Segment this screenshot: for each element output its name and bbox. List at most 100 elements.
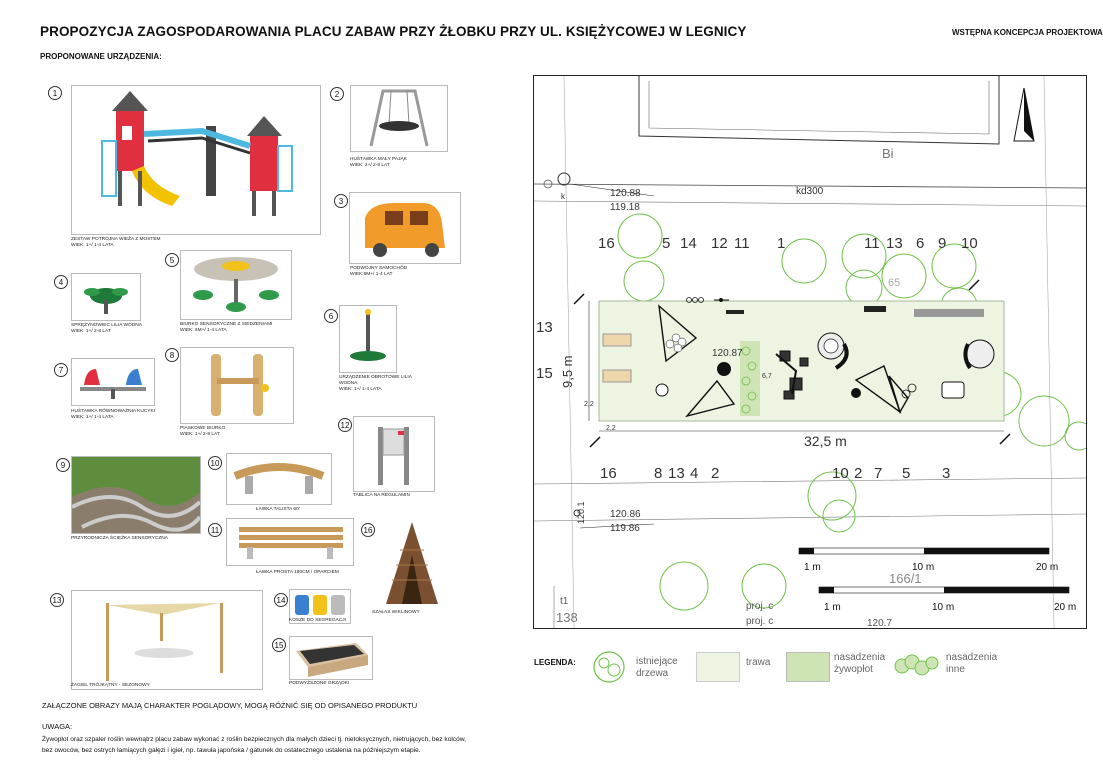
svg-text:20 m: 20 m bbox=[1036, 562, 1058, 573]
svg-text:proj. c: proj. c bbox=[746, 601, 773, 612]
item-caption-3: PODWÓJNY SAMOCHÓD WIEK:6m+/ 1-4 LAT bbox=[350, 266, 408, 277]
item-caption-5: BIURKO SENSORYCZNE Z SIEDZENIAMI WIEK: 6… bbox=[180, 322, 273, 333]
svg-text:10 m: 10 m bbox=[932, 602, 954, 613]
page-title: PROPOZYCJA ZAGOSPODAROWANIA PLACU ZABAW … bbox=[40, 24, 747, 39]
svg-text:10: 10 bbox=[832, 465, 849, 482]
svg-text:6: 6 bbox=[916, 235, 924, 252]
item-caption-15: PODWYŻSZONE GRZĄDKI bbox=[289, 681, 350, 686]
svg-text:5: 5 bbox=[902, 465, 910, 482]
svg-text:4: 4 bbox=[690, 465, 698, 482]
item-number-5: 5 bbox=[165, 253, 179, 267]
item-number-13: 13 bbox=[50, 593, 64, 607]
svg-text:2: 2 bbox=[711, 465, 719, 482]
svg-text:16: 16 bbox=[600, 465, 617, 482]
svg-text:120.87: 120.87 bbox=[712, 348, 743, 359]
legend-trees: istniejące drzewa bbox=[636, 656, 678, 679]
item-image-2 bbox=[350, 85, 448, 152]
item-caption-11: ŁAWKA PROSTA 180cm / OPARCIEM bbox=[256, 570, 339, 575]
svg-text:16: 16 bbox=[598, 235, 615, 252]
uwaga-line-1: Żywopłot oraz szpaler roślin wewnątrz pl… bbox=[42, 736, 467, 743]
svg-text:2,2: 2,2 bbox=[606, 425, 616, 432]
disclaimer-note: ZAŁĄCZONE OBRAZY MAJĄ CHARAKTER POGLĄDOW… bbox=[42, 701, 418, 710]
svg-text:proj. c: proj. c bbox=[746, 616, 773, 627]
item-caption-9: PRZYRODNICZA ŚCIEŻKA SENSORYCZNA bbox=[71, 536, 168, 541]
svg-text:2: 2 bbox=[854, 465, 862, 482]
item-image-5 bbox=[180, 250, 292, 320]
svg-text:20 m: 20 m bbox=[1054, 602, 1076, 613]
dim-width: 32,5 m bbox=[804, 433, 847, 449]
item-caption-1: ZESTAW POTRÓJNA WIEŻA Z MOSTEM WIEK: 1+/… bbox=[71, 237, 161, 248]
item-image-12 bbox=[353, 416, 435, 492]
svg-text:1: 1 bbox=[777, 235, 785, 252]
item-caption-7: HUŚTAWKA RÓWNOWAŻNIA KUCYKI WIEK: 1+/ 1-… bbox=[71, 409, 156, 420]
item-caption-4: SPRĘŻYNOWIEC LILIA WODNA WIEK: 1+/ 2-8 L… bbox=[71, 323, 142, 334]
legend-hedge: nasadzenia żywopłot bbox=[834, 652, 886, 675]
svg-text:6,7: 6,7 bbox=[762, 373, 772, 380]
label-kd: kd300 bbox=[796, 186, 824, 197]
svg-text:65: 65 bbox=[888, 277, 900, 289]
svg-text:k: k bbox=[561, 192, 566, 201]
svg-text:120.88: 120.88 bbox=[610, 188, 641, 199]
svg-text:5: 5 bbox=[662, 235, 670, 252]
legend-other-icon bbox=[892, 652, 940, 680]
svg-text:120.86: 120.86 bbox=[610, 509, 641, 520]
svg-text:13: 13 bbox=[536, 319, 553, 336]
item-number-15: 15 bbox=[272, 638, 286, 652]
item-image-1 bbox=[71, 85, 321, 235]
svg-text:11: 11 bbox=[734, 235, 750, 252]
item-caption-14: KOSZE DO SEGREGACJI bbox=[289, 618, 347, 623]
item-number-8: 8 bbox=[165, 348, 179, 362]
svg-text:1 m: 1 m bbox=[824, 602, 841, 613]
label-bi: Bi bbox=[882, 146, 894, 161]
item-number-7: 7 bbox=[54, 363, 68, 377]
legend-grass-swatch bbox=[696, 652, 740, 682]
svg-text:1 m: 1 m bbox=[804, 562, 821, 573]
item-number-9: 9 bbox=[56, 458, 70, 472]
uwaga-line-2: bez owoców, bez ostrych łamiących gałęzi… bbox=[42, 747, 421, 754]
item-number-6: 6 bbox=[324, 309, 338, 323]
svg-text:t1: t1 bbox=[560, 596, 569, 607]
item-number-16: 16 bbox=[361, 523, 375, 537]
item-number-10: 10 bbox=[208, 456, 222, 470]
svg-text:11: 11 bbox=[864, 235, 880, 252]
svg-text:7: 7 bbox=[874, 465, 882, 482]
item-number-11: 11 bbox=[208, 523, 222, 537]
svg-text:3: 3 bbox=[942, 465, 950, 482]
uwaga-label: UWAGA: bbox=[42, 722, 73, 731]
svg-text:120.1: 120.1 bbox=[576, 501, 586, 524]
svg-text:12: 12 bbox=[711, 235, 728, 252]
item-image-16 bbox=[382, 520, 442, 608]
legend-other: nasadzenia inne bbox=[946, 652, 998, 675]
item-number-14: 14 bbox=[274, 593, 288, 607]
item-number-3: 3 bbox=[334, 194, 348, 208]
svg-text:2,2: 2,2 bbox=[584, 401, 594, 408]
item-caption-6: URZĄDZENIE OBROTOWE LILIA WODNA WIEK: 1+… bbox=[339, 375, 412, 392]
item-number-12: 12 bbox=[338, 418, 352, 432]
item-caption-2: HUŚTAWKA MAŁY PAJĄK WIEK: 2+/ 2-8 LAT bbox=[350, 157, 407, 168]
legend-grass: trawa bbox=[746, 657, 771, 668]
item-image-7 bbox=[71, 358, 155, 406]
svg-text:15: 15 bbox=[536, 365, 553, 382]
item-caption-12: TABLICA NA REGULAMIN bbox=[353, 493, 410, 498]
svg-text:166/1: 166/1 bbox=[889, 571, 922, 586]
item-caption-10: ŁAWKA TALISTA 60' bbox=[256, 507, 300, 512]
item-image-11 bbox=[226, 518, 354, 566]
svg-text:14: 14 bbox=[680, 235, 697, 252]
svg-text:119.86: 119.86 bbox=[610, 523, 640, 534]
item-number-2: 2 bbox=[330, 87, 344, 101]
item-caption-8: PIASKOWE BIURKO WIEK: 1+/ 2-8 LAT bbox=[180, 426, 226, 437]
legend-label: LEGENDA: bbox=[534, 658, 576, 667]
item-image-9 bbox=[71, 456, 201, 534]
section-heading: PROPONOWANE URZĄDZENIA: bbox=[40, 52, 162, 61]
item-image-3 bbox=[349, 192, 461, 264]
item-image-6 bbox=[339, 305, 397, 373]
dim-height: 9,5 m bbox=[560, 355, 575, 388]
item-caption-13: ŻAGIEL TRÓJKĄTNY - SEZONOWY bbox=[71, 683, 150, 688]
svg-text:138: 138 bbox=[556, 610, 578, 625]
svg-text:120.7: 120.7 bbox=[867, 618, 892, 628]
svg-text:9: 9 bbox=[938, 235, 946, 252]
svg-text:8: 8 bbox=[654, 465, 662, 482]
item-image-4 bbox=[71, 273, 141, 321]
legend-hedge-swatch bbox=[786, 652, 830, 682]
item-image-8 bbox=[180, 347, 294, 424]
